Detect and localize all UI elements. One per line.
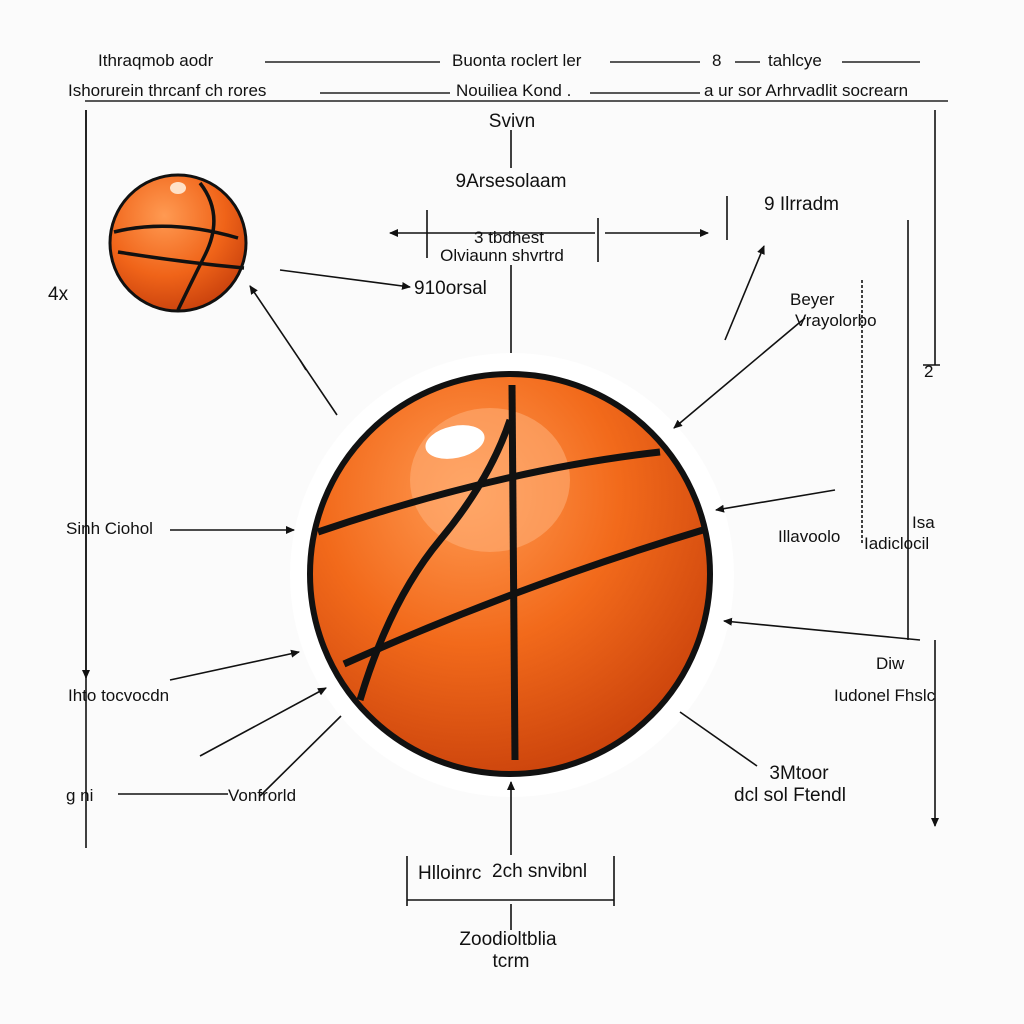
label-center-upper: 3 tbdhest (474, 228, 544, 247)
label-top-main: 9Arsesolaam (455, 171, 567, 192)
header-row1-mid: 8 (712, 51, 722, 70)
header-row1-right: tahlcye (768, 51, 822, 70)
header-row2-left: Ishorurein thrcanf ch rores (68, 81, 267, 100)
label-right-tick: 2 (924, 362, 934, 381)
header-row2-center: Nouiliea Kond . (456, 81, 572, 100)
label-right-mid2: Vrayolorbo (795, 311, 877, 330)
label-right-center-b: Isa (912, 513, 935, 532)
small-basketball (108, 173, 248, 313)
label-right-bottom-a: 3Mtoor (769, 763, 829, 784)
label-left-tick: 4x (48, 284, 69, 305)
label-bottom-box-a: Hlloinrc (418, 863, 482, 884)
header-row2-right: a ur sor Arhrvadlit socrearn (704, 81, 909, 100)
label-right-top: 9 Ilrradm (764, 194, 839, 215)
label-center-lower: Olviaunn shvrtrd (440, 246, 564, 265)
header-row1-left: Ithraqmob aodr (98, 51, 214, 70)
header-row1-center: Buonta roclert ler (452, 51, 582, 70)
label-right-lower-b: Iudonel Fhslc (834, 686, 936, 705)
label-left-mid: Sinh Ciohol (66, 519, 153, 538)
header-rules (85, 61, 948, 102)
label-right-lower-a: Diw (876, 654, 905, 673)
big-basketball (290, 353, 734, 797)
label-bottom-b: tcrm (492, 951, 530, 972)
label-bottom-box-b: 2ch snvibnl (492, 861, 588, 882)
top-arrows (389, 130, 728, 366)
label-right-center-c: Iadiclocil (864, 534, 930, 553)
label-right-mid1: Beyer (790, 290, 835, 309)
pointer-arrows (118, 245, 921, 930)
label-left-lower: Ihto tocvocdn (68, 686, 170, 705)
label-right-center-a: Illavoolo (778, 527, 841, 546)
label-top-small: Svivn (488, 111, 536, 132)
frame-lines (82, 110, 940, 848)
label-bottom-a: Zoodioltblia (459, 929, 557, 950)
label-small-ball: 910orsal (414, 278, 487, 299)
label-right-bottom-b: dcl sol Ftendl (734, 785, 846, 806)
label-left-bottom-b: Vonfrorld (228, 786, 297, 805)
label-left-bottom-a: g ni (66, 786, 94, 805)
